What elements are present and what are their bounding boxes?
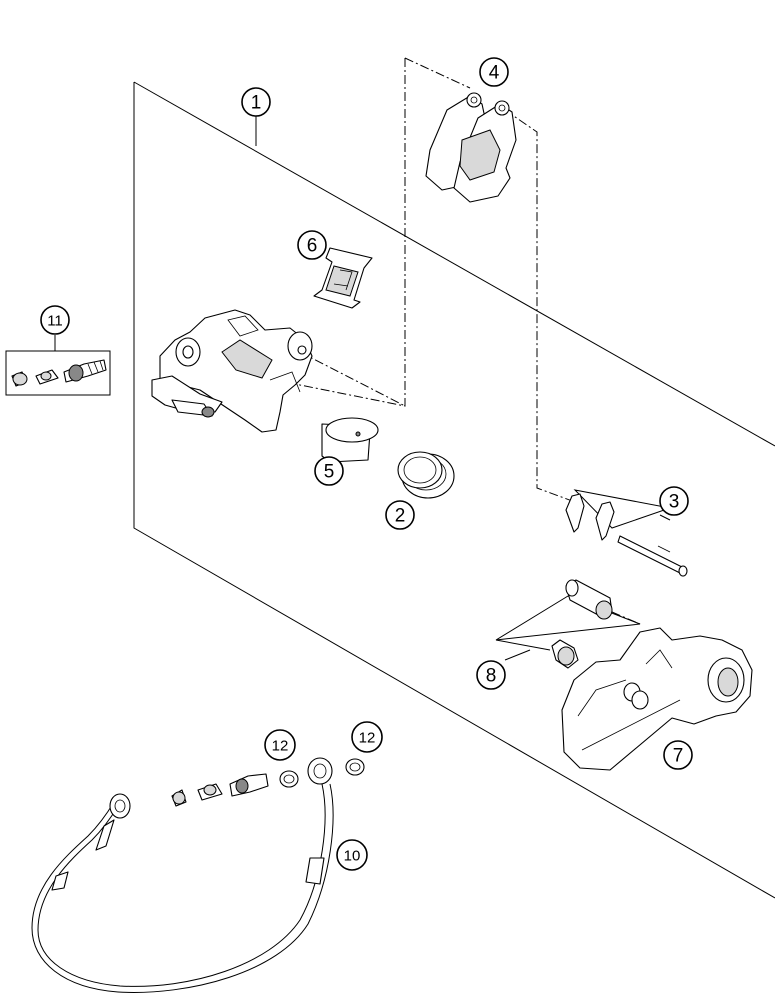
svg-text:6: 6 [307, 236, 318, 257]
brake-pads-part [425, 92, 517, 203]
svg-text:10: 10 [344, 848, 361, 865]
callout-8: 8 [476, 660, 506, 690]
pad-pin-part [565, 489, 688, 577]
callout-10: 10 [336, 839, 368, 871]
callout-11: 11 [40, 305, 70, 335]
callout-2: 2 [385, 500, 415, 530]
bleeder-kit-part [5, 335, 111, 396]
svg-text:12: 12 [272, 738, 289, 755]
callout-12a: 12 [264, 729, 296, 761]
svg-text:7: 7 [673, 746, 684, 767]
caliper-body-part [151, 309, 313, 433]
caliper-support-part [561, 627, 753, 771]
callout-6: 6 [297, 230, 327, 260]
bolts-part [495, 579, 641, 669]
svg-text:11: 11 [47, 313, 63, 330]
callout-12b: 12 [351, 721, 383, 753]
svg-text:3: 3 [669, 492, 680, 513]
svg-text:8: 8 [486, 666, 497, 687]
callout-3: 3 [659, 486, 689, 516]
caliper-assembly-frame [133, 81, 775, 899]
callout-5: 5 [314, 456, 344, 486]
leader-lines [659, 514, 671, 521]
callout-4: 4 [479, 57, 509, 87]
svg-text:1: 1 [251, 93, 262, 114]
svg-text:4: 4 [489, 63, 500, 84]
pad-spring-part [313, 247, 373, 309]
svg-text:12: 12 [359, 730, 376, 747]
svg-text:5: 5 [324, 462, 335, 483]
callout-1: 1 [241, 87, 271, 117]
brake-hose-part [31, 757, 365, 993]
svg-text:2: 2 [395, 506, 406, 527]
brake-pad-group-frame [284, 57, 576, 503]
piston-part [321, 417, 379, 463]
seal-rings-part [397, 451, 455, 499]
callout-7: 7 [663, 740, 693, 770]
